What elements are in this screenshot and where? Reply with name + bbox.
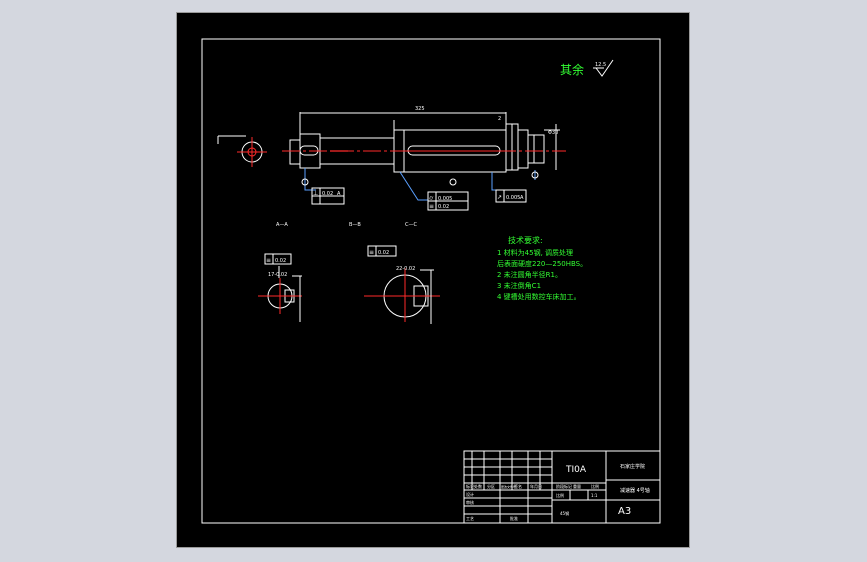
svg-text:0.005: 0.005 [506,195,520,201]
section-left-tol-symbol: ≡ [266,257,271,264]
section-view-left [258,253,302,322]
sig-label-4: 更改文件号 [501,484,516,489]
stage-label: 阶段标记 [556,483,572,489]
overall-length-dim: 325 [415,106,425,112]
title-sheet-size: A3 [618,506,631,517]
tolerance-frame-3: ↗ 0.005 A [495,189,527,203]
technical-requirements: 技术要求: 1 材料为45钢, 调质处理 后表面硬度220—250HBS。 2 … [497,235,587,301]
section-label-c: C—C [405,222,417,228]
tolerance-frame-2: ⌭ 0.005 ≡ 0.02 [427,191,469,211]
roughness-symbol-icon [593,59,614,77]
section-right-tol-value: 0.02 [378,250,389,256]
svg-text:后表面硬度220—250HBS。: 后表面硬度220—250HBS。 [497,259,587,268]
svg-text:⌭: ⌭ [429,195,434,202]
sig-label-6: 年月日 [530,483,542,489]
svg-text:技术要求:: 技术要求: [508,235,543,245]
sig-label-3: 分区 [487,483,495,489]
shoulder-dim: 2 [498,116,501,122]
tolerance-frame-1: ⊥ 0.02 A [311,187,345,205]
svg-text:3 未注倒角C1: 3 未注倒角C1 [497,281,541,290]
drawing-border [201,38,661,524]
svg-text:0.02: 0.02 [438,204,449,210]
svg-text:0.005: 0.005 [438,196,452,202]
weight-label: 重量 [573,483,581,489]
title-material: 45钢 [560,510,569,516]
left-end-view [217,135,267,167]
svg-text:2 未注圆角半径R1。: 2 未注圆角半径R1。 [497,270,562,279]
datum-markers [301,171,539,186]
right-diameter-dim: Φ30 [548,130,558,136]
sig-label-1: 标记 [466,483,474,489]
section-right-dim: 22-0.02 [396,266,415,272]
svg-text:0.02: 0.02 [322,191,333,197]
ratio-label: 比例 [591,483,599,489]
roughness-label: 其余 [560,62,584,77]
title-school: 石家庄学院 [620,463,645,470]
section-label-b: B—B [349,222,361,228]
drawing-sheet [176,12,690,548]
role-label-4: 批准 [510,515,518,521]
svg-text:4 键槽处用数控车床加工。: 4 键槽处用数控车床加工。 [497,292,581,301]
sig-label-2: 处数 [474,483,482,489]
title-scale-label: 比例 [556,492,564,498]
role-label-2: 审核 [466,499,474,505]
role-label-3: 工艺 [466,516,474,521]
title-scale-value: 1:1 [591,493,598,498]
svg-text:≡: ≡ [429,203,434,210]
svg-text:↗: ↗ [497,194,502,201]
svg-text:A: A [337,191,341,197]
section-view-right [364,245,440,324]
section-label-a: A—A [276,222,288,228]
svg-text:⊥: ⊥ [313,190,318,197]
roughness-value: 12.5 [595,62,606,68]
title-part-code: TI0A [565,465,587,475]
section-right-tol-symbol: ≡ [369,249,374,256]
shaft-main-view [289,112,560,173]
title-block [463,450,661,524]
svg-text:A: A [520,195,524,201]
title-drawing-name: 减速器 4号轴 [620,487,650,494]
role-label-1: 设计 [466,491,474,497]
svg-text:1 材料为45钢, 调质处理: 1 材料为45钢, 调质处理 [497,248,573,257]
section-left-tol-value: 0.02 [275,258,286,264]
sig-label-5: 签名 [514,483,522,489]
section-left-dim: 17-0.02 [268,272,287,278]
